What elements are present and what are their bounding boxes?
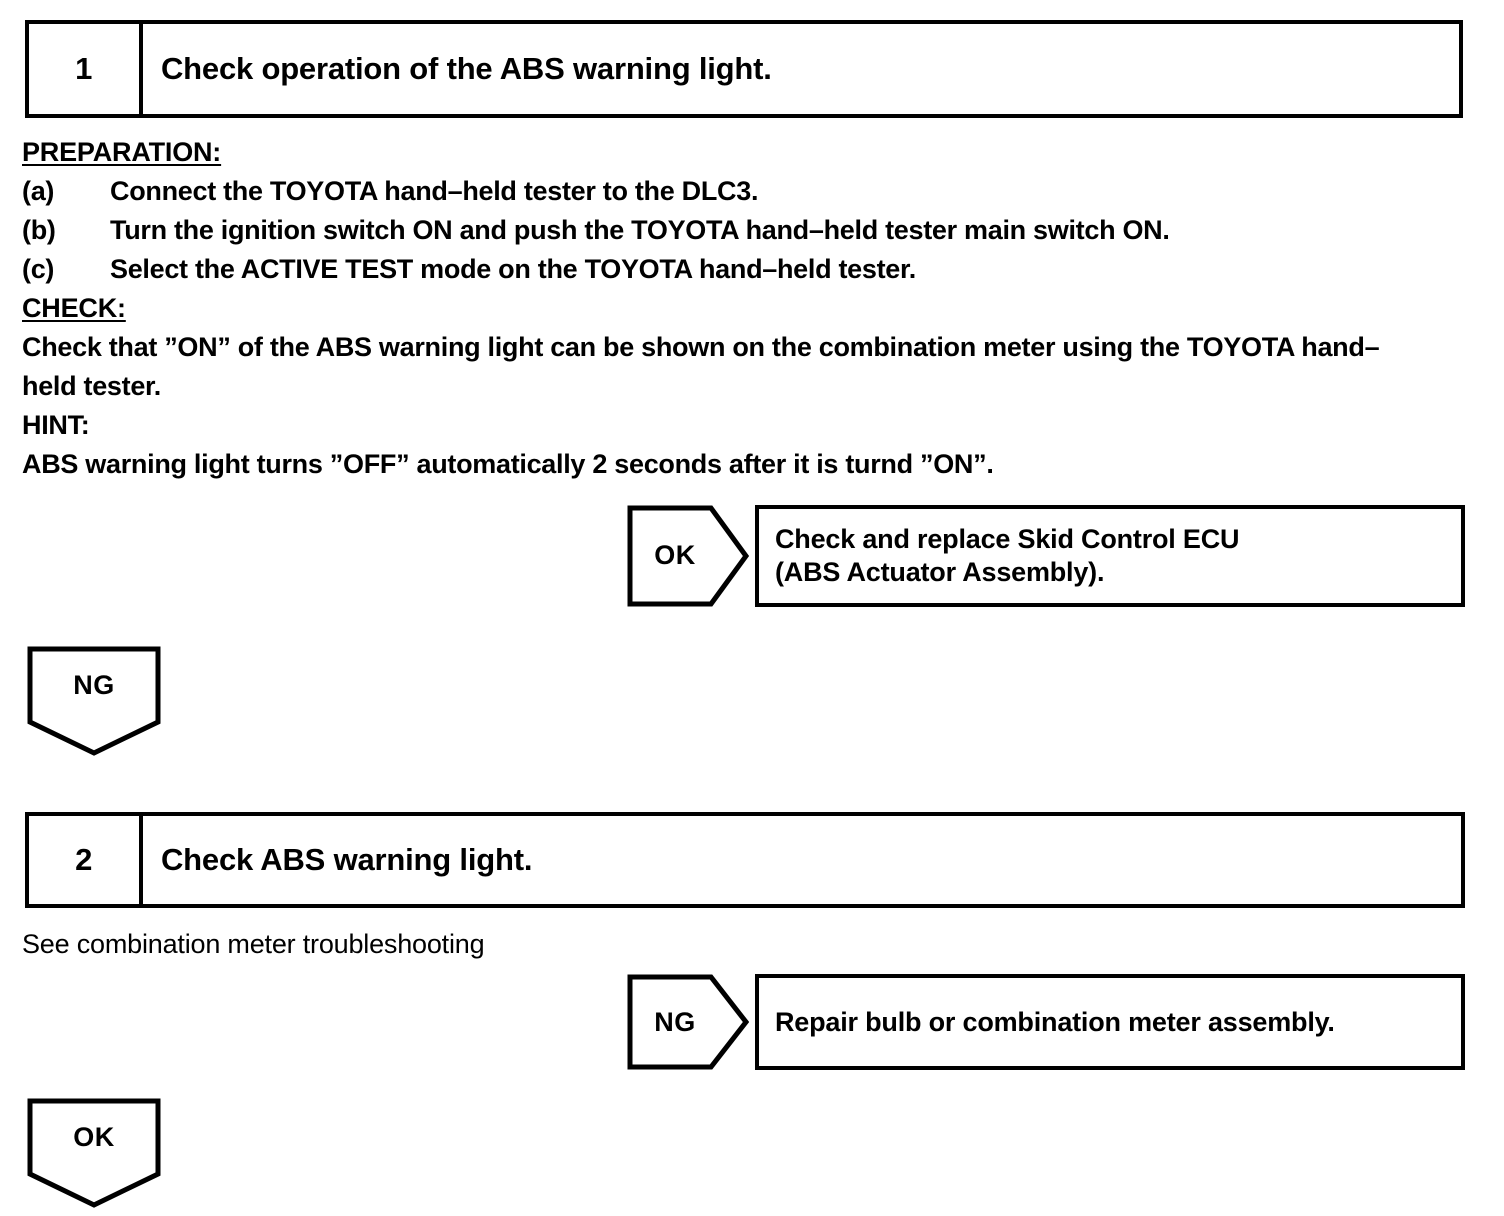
step-2-ok-down-arrow: OK <box>27 1098 161 1208</box>
step-1-ng-down-arrow: NG <box>27 646 161 756</box>
preparation-item-a: (a) Connect the TOYOTA hand–held tester … <box>22 172 1482 211</box>
step-1-header: 1 Check operation of the ABS warning lig… <box>25 20 1463 118</box>
hint-label: HINT: <box>22 410 90 440</box>
step-2-ng-arrow-label: NG <box>654 1006 696 1037</box>
step-2-header: 2 Check ABS warning light. <box>25 812 1465 908</box>
preparation-item-b-label: (b) <box>22 215 56 245</box>
step-1-ok-action-line-1: Check and replace Skid Control ECU <box>775 524 1240 554</box>
preparation-item-c-text: Select the ACTIVE TEST mode on the TOYOT… <box>110 254 916 284</box>
check-text-line-2: held tester. <box>22 371 161 401</box>
step-2-ng-action-line-1: Repair bulb or combination meter assembl… <box>775 1006 1335 1037</box>
step-2-note: See combination meter troubleshooting <box>22 929 485 959</box>
step-1-ok-action-line-2: (ABS Actuator Assembly). <box>775 557 1105 587</box>
step-2-body: See combination meter troubleshooting <box>22 925 1482 964</box>
step-1-title: Check operation of the ABS warning light… <box>161 51 772 86</box>
preparation-heading: PREPARATION: <box>22 137 222 167</box>
preparation-item-b: (b) Turn the ignition switch ON and push… <box>22 211 1482 250</box>
preparation-item-a-label: (a) <box>22 176 55 206</box>
step-1-number: 1 <box>29 24 143 114</box>
check-heading: CHECK: <box>22 293 126 323</box>
preparation-item-a-text: Connect the TOYOTA hand–held tester to t… <box>110 176 759 206</box>
step-1-ok-arrow: OK <box>627 505 749 607</box>
step-1-ok-result-row: OK Check and replace Skid Control ECU (A… <box>627 505 1465 607</box>
step-1-ok-arrow-label: OK <box>654 539 696 570</box>
step-2-ng-result-row: NG Repair bulb or combination meter asse… <box>627 974 1465 1070</box>
step-2-ok-down-arrow-label: OK <box>73 1121 115 1152</box>
step-1-ok-result-box: Check and replace Skid Control ECU (ABS … <box>755 505 1465 607</box>
hint-text: ABS warning light turns ”OFF” automatica… <box>22 449 994 479</box>
preparation-item-c: (c) Select the ACTIVE TEST mode on the T… <box>22 250 1482 289</box>
step-2-ng-result-box: Repair bulb or combination meter assembl… <box>755 974 1465 1070</box>
step-2-ng-arrow: NG <box>627 974 749 1070</box>
preparation-item-c-label: (c) <box>22 254 55 284</box>
step-1-body: PREPARATION: (a) Connect the TOYOTA hand… <box>22 133 1482 484</box>
preparation-item-b-text: Turn the ignition switch ON and push the… <box>110 215 1170 245</box>
step-2-number: 2 <box>29 816 143 904</box>
step-1-ng-down-arrow-label: NG <box>73 669 115 700</box>
step-2-title: Check ABS warning light. <box>161 842 533 877</box>
check-text-line-1: Check that ”ON” of the ABS warning light… <box>22 332 1380 362</box>
